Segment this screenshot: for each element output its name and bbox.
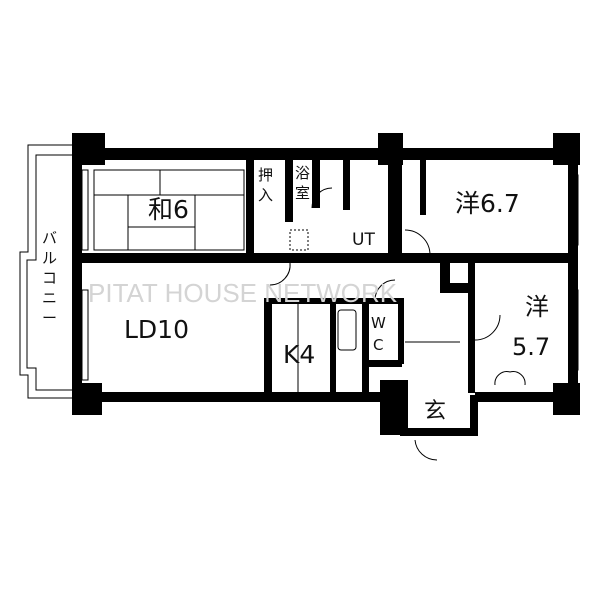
room-label-closet-2: 入 xyxy=(258,186,273,204)
room-label-wc-1: W xyxy=(371,314,386,332)
room-label-wc-2: C xyxy=(373,336,383,354)
room-label-closet-1: 押 xyxy=(258,166,273,184)
room-label-japanese: 和6 xyxy=(148,195,189,224)
balcony-label-4: ニ xyxy=(42,289,57,307)
room-label-living-dining: LD10 xyxy=(124,315,189,344)
room-details xyxy=(81,169,579,461)
room-label-kitchen: K4 xyxy=(283,340,315,369)
room-label-western-b-1: 洋 xyxy=(525,293,549,321)
balcony-label-1: バ xyxy=(42,229,57,247)
room-label-entrance: 玄 xyxy=(424,399,446,424)
balcony-outline xyxy=(19,144,72,399)
balcony-label-3: コ xyxy=(42,269,57,287)
balcony-label-2: ル xyxy=(42,249,57,267)
room-label-western-a: 洋6.7 xyxy=(455,189,520,218)
walls xyxy=(72,133,580,436)
watermark: PITAT HOUSE NETWORK xyxy=(88,278,398,308)
room-label-western-b-2: 5.7 xyxy=(512,333,550,361)
room-label-utility: UT xyxy=(352,230,375,250)
room-label-bath-2: 室 xyxy=(295,184,310,202)
balcony-label-5: ー xyxy=(42,309,57,327)
room-label-bath-1: 浴 xyxy=(295,164,310,182)
